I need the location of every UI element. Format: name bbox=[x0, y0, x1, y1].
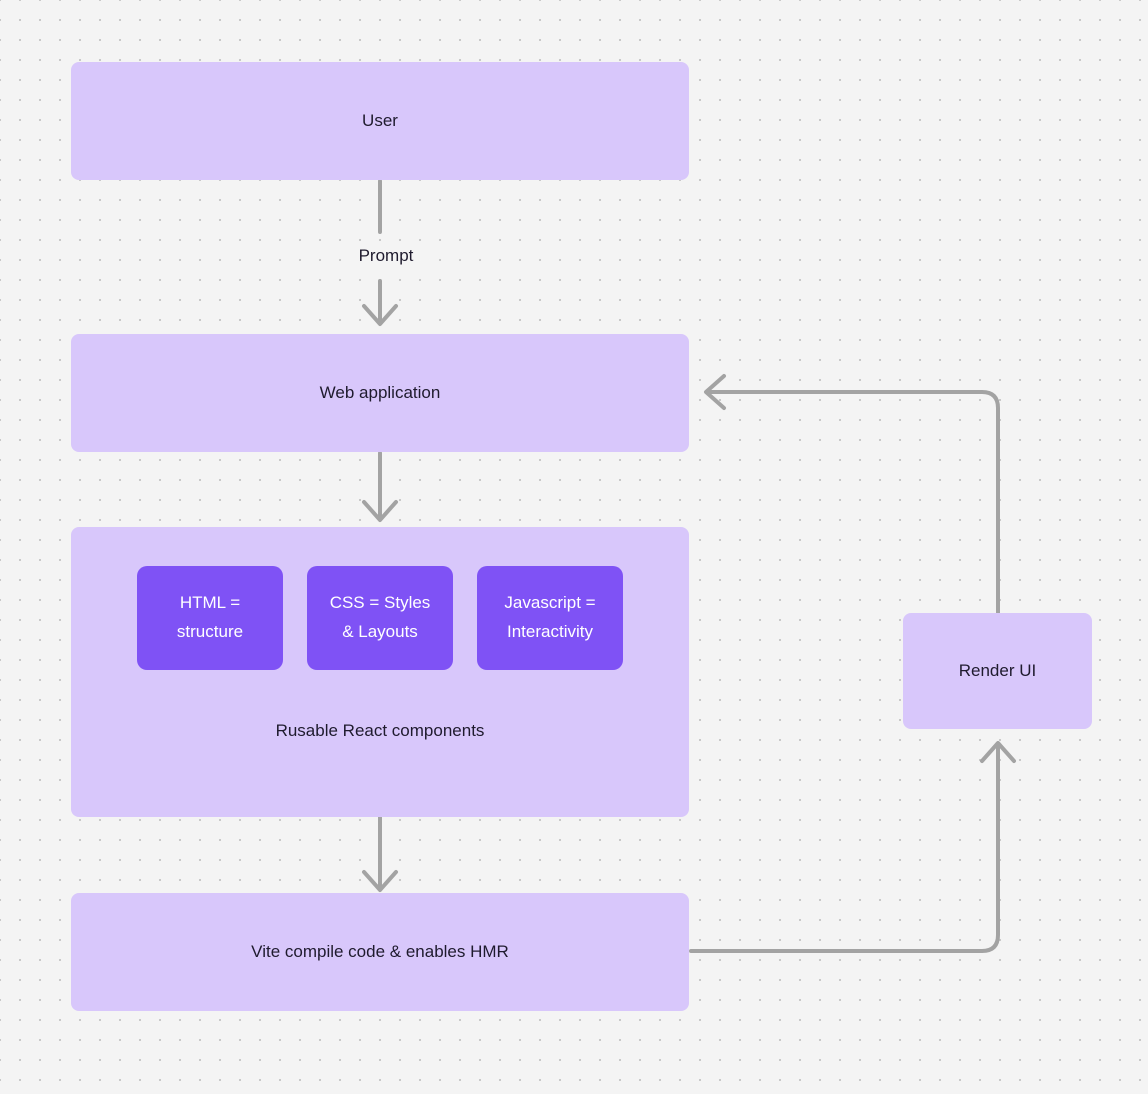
arrowhead-into-components bbox=[362, 500, 398, 522]
node-web-application[interactable]: Web application bbox=[71, 334, 689, 452]
node-render-ui[interactable]: Render UI bbox=[903, 613, 1092, 729]
node-html[interactable]: HTML = structure bbox=[137, 566, 283, 670]
edge-vite-to-render bbox=[689, 743, 1000, 953]
arrowhead-into-web-application bbox=[362, 304, 398, 326]
edge-label-prompt: Prompt bbox=[341, 246, 431, 266]
node-render-ui-label: Render UI bbox=[958, 660, 1037, 680]
node-vite-label: Vite compile code & enables HMR bbox=[251, 941, 509, 961]
arrowhead-into-vite bbox=[362, 870, 398, 892]
node-html-label: HTML = structure bbox=[176, 593, 244, 641]
node-vite[interactable]: Vite compile code & enables HMR bbox=[71, 893, 689, 1011]
node-javascript[interactable]: Javascript = Interactivity bbox=[477, 566, 623, 670]
node-user[interactable]: User bbox=[71, 62, 689, 180]
arrowhead-into-web-application-left bbox=[704, 374, 726, 410]
node-components-group[interactable]: HTML = structure CSS = Styles & Layouts … bbox=[71, 527, 689, 817]
arrowhead-into-render-ui bbox=[980, 741, 1016, 763]
edge-render-to-web bbox=[706, 390, 1000, 615]
components-group-caption: Rusable React components bbox=[275, 721, 485, 740]
node-css[interactable]: CSS = Styles & Layouts bbox=[307, 566, 453, 670]
node-web-application-label: Web application bbox=[319, 382, 441, 402]
node-user-label: User bbox=[362, 110, 398, 130]
node-css-label: CSS = Styles & Layouts bbox=[329, 593, 431, 641]
node-javascript-label: Javascript = Interactivity bbox=[504, 593, 596, 641]
